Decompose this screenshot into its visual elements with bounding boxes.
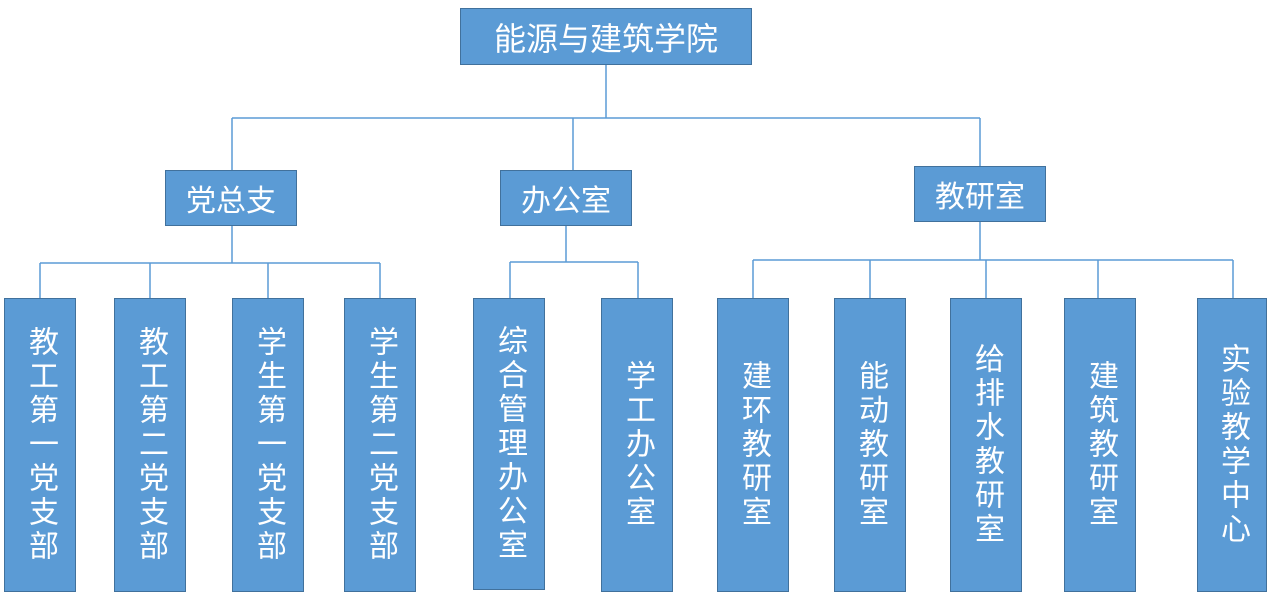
- leaf-node-experimental-teaching-center: 实验教学中心: [1197, 298, 1267, 592]
- leaf-node-student-affairs-office: 学工办公室: [601, 298, 673, 592]
- leaf-node-faculty-branch-2: 教工第二党支部: [114, 298, 186, 592]
- group-node-label: 党总支: [186, 184, 276, 219]
- leaf-node-label: 建环教研室: [736, 360, 771, 530]
- leaf-node-architecture-teaching-office: 建筑教研室: [1064, 298, 1136, 592]
- leaf-node-faculty-branch-1: 教工第一党支部: [4, 298, 76, 592]
- group-node-party-committee: 党总支: [165, 170, 297, 226]
- group-node-label: 办公室: [521, 184, 611, 219]
- group-node-label: 教研室: [935, 180, 1025, 215]
- leaf-node-label: 建筑教研室: [1083, 360, 1118, 530]
- leaf-node-label: 学工办公室: [620, 360, 655, 530]
- root-node-college: 能源与建筑学院: [460, 8, 752, 65]
- leaf-node-hvac-teaching-office: 建环教研室: [717, 298, 789, 592]
- leaf-node-label: 能动教研室: [853, 360, 888, 530]
- leaf-node-label: 综合管理办公室: [492, 325, 527, 563]
- leaf-node-label: 给排水教研室: [969, 343, 1004, 547]
- group-node-office: 办公室: [500, 170, 632, 226]
- root-node-label: 能源与建筑学院: [493, 19, 718, 58]
- leaf-node-energy-power-teaching-office: 能动教研室: [834, 298, 906, 592]
- leaf-node-label: 教工第二党支部: [133, 326, 168, 564]
- leaf-node-label: 学生第一党支部: [251, 326, 286, 564]
- leaf-node-label: 学生第二党支部: [363, 326, 398, 564]
- leaf-node-general-admin-office: 综合管理办公室: [473, 298, 545, 590]
- leaf-node-label: 实验教学中心: [1215, 343, 1250, 547]
- leaf-node-water-supply-teaching-office: 给排水教研室: [950, 298, 1022, 592]
- leaf-node-label: 教工第一党支部: [23, 326, 58, 564]
- leaf-node-student-branch-2: 学生第二党支部: [344, 298, 416, 592]
- leaf-node-student-branch-1: 学生第一党支部: [232, 298, 304, 592]
- group-node-teaching-office: 教研室: [914, 166, 1046, 222]
